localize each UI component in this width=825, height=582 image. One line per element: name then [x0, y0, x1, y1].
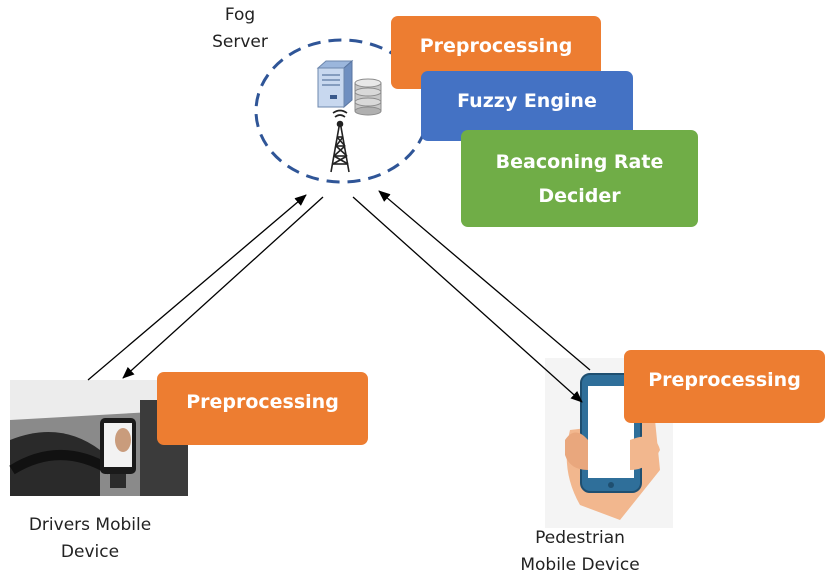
- driver-preprocessing-box: Preprocessing: [157, 372, 368, 445]
- beaconing-rate-decider-box: Beaconing Rate Decider: [461, 130, 698, 227]
- antenna-tower-icon: [330, 109, 350, 173]
- pedestrian-preprocessing-box: Preprocessing: [624, 350, 825, 423]
- pedestrian-label-line2: Mobile Device: [520, 555, 640, 575]
- database-icon: [354, 78, 382, 116]
- driver-to-fog-arrow: [87, 194, 307, 381]
- driver-preprocessing-label: Preprocessing: [186, 391, 339, 413]
- driver-device-label: Drivers Mobile Device: [0, 512, 180, 566]
- beaconing-label-line1: Beaconing Rate: [495, 150, 664, 173]
- car-mounted-phone-icon: [9, 380, 188, 496]
- beaconing-label-line2: Decider: [538, 184, 621, 207]
- fuzzy-engine-label: Fuzzy Engine: [457, 90, 597, 112]
- driver-label-line1: Drivers Mobile: [28, 515, 152, 535]
- fog-preprocessing-label: Preprocessing: [419, 35, 573, 57]
- fog-to-pedestrian-arrow: [352, 196, 583, 403]
- server-icon: [316, 59, 354, 109]
- fog-server-label-line2: Server: [212, 32, 268, 52]
- pedestrian-to-fog-arrow: [378, 190, 591, 371]
- fog-to-driver-arrow: [122, 196, 324, 379]
- pedestrian-preprocessing-label: Preprocessing: [648, 369, 801, 391]
- fog-server-label-line1: Fog: [224, 5, 256, 25]
- pedestrian-device-label: Pedestrian Mobile Device: [500, 525, 660, 579]
- pedestrian-label-line1: Pedestrian: [535, 528, 625, 548]
- fuzzy-engine-box: Fuzzy Engine: [421, 71, 633, 141]
- driver-label-line2: Device: [60, 542, 120, 562]
- fog-server-label: Fog Server: [205, 2, 275, 56]
